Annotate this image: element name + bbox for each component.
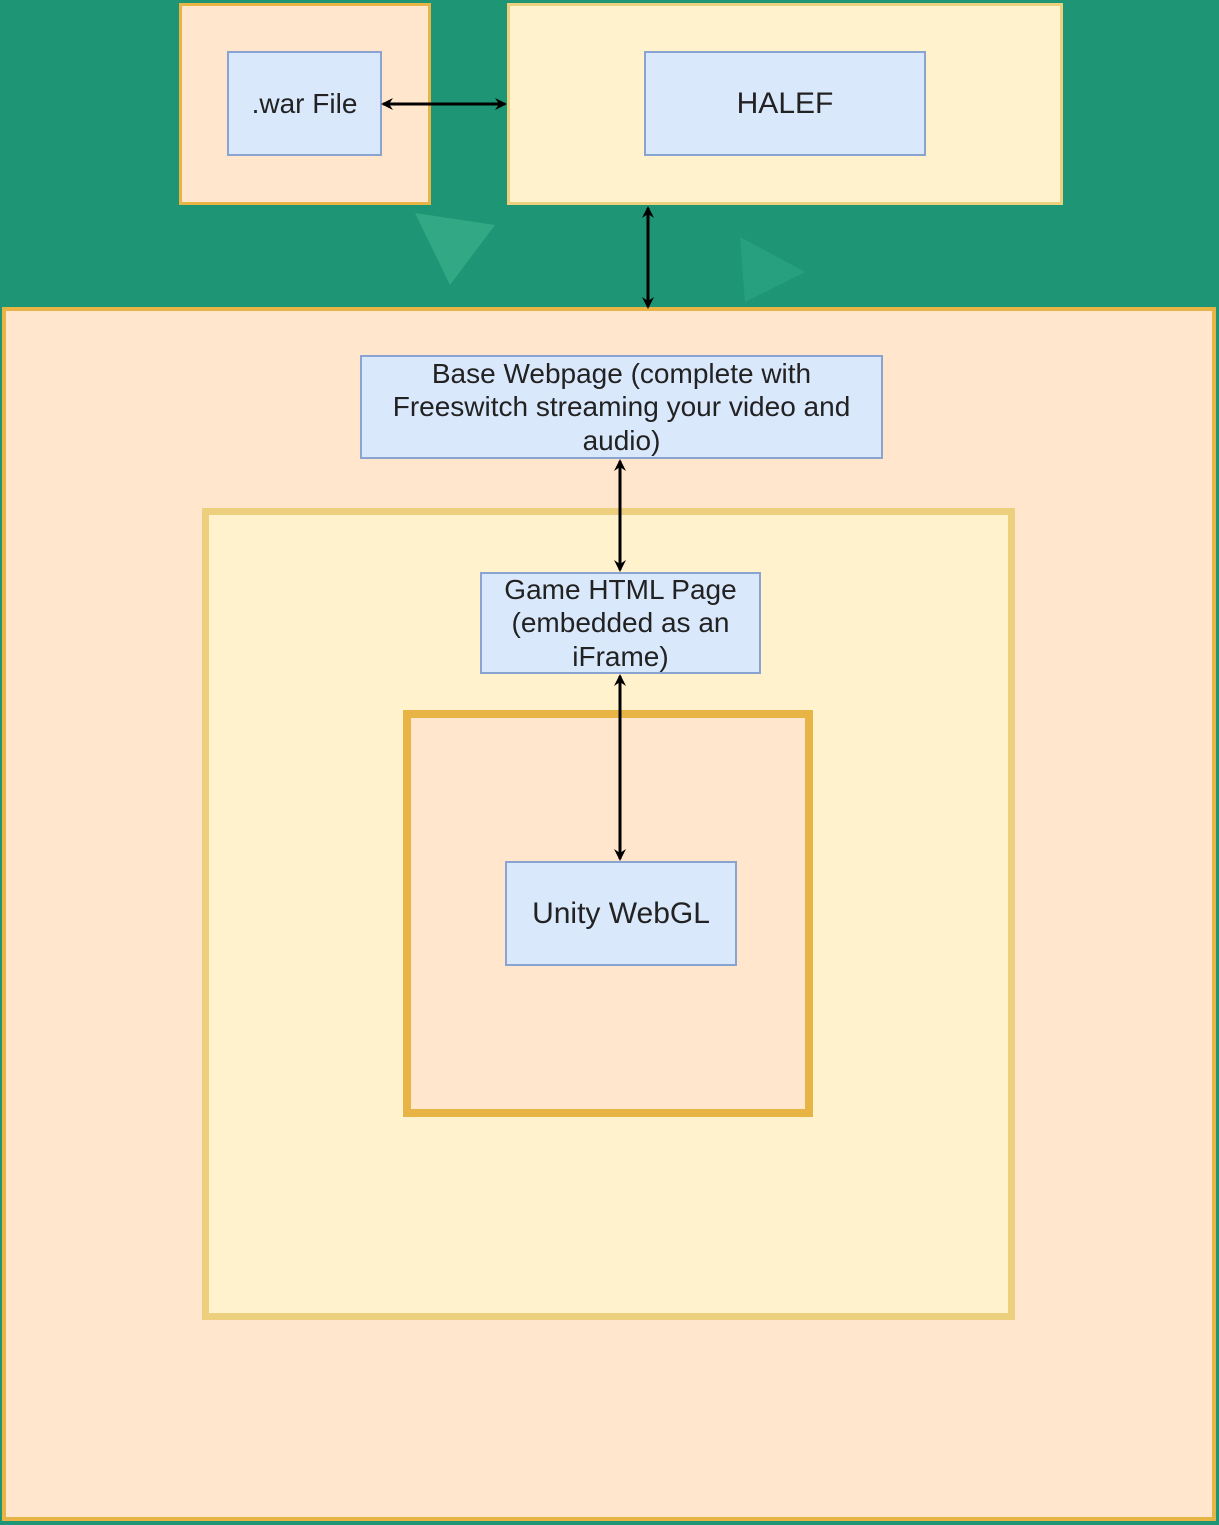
background-triangle-left bbox=[415, 213, 495, 285]
game-html-page-node[interactable]: Game HTML Page (embedded as an iFrame) bbox=[480, 572, 761, 674]
halef-node[interactable]: HALEF bbox=[644, 51, 926, 156]
unity-webgl-node[interactable]: Unity WebGL bbox=[505, 861, 737, 966]
background-triangle-right bbox=[740, 237, 805, 302]
war-file-node[interactable]: .war File bbox=[227, 51, 382, 156]
base-webpage-node[interactable]: Base Webpage (complete with Freeswitch s… bbox=[360, 355, 883, 459]
